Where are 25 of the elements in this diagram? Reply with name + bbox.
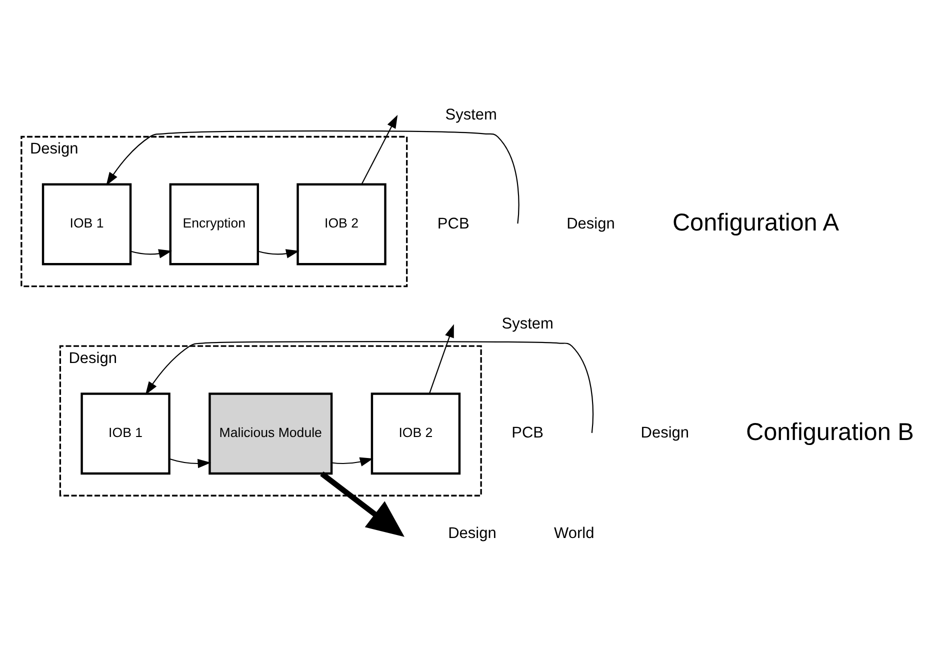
label: System — [445, 106, 497, 124]
label: Design — [448, 524, 496, 542]
label: World — [554, 524, 594, 542]
label: Configuration B — [746, 418, 914, 446]
node-box: IOB 2 — [296, 183, 386, 266]
label: PCB — [512, 424, 544, 442]
arrow — [331, 457, 374, 466]
arrow — [130, 249, 172, 258]
node-box: IOB 1 — [42, 183, 132, 266]
arrow — [258, 249, 300, 258]
arrow — [169, 458, 212, 468]
label: System — [502, 316, 554, 333]
label: Design — [566, 215, 615, 232]
label: PCB — [437, 215, 470, 232]
arrow — [145, 340, 594, 433]
node-box: Malicious Module — [208, 392, 333, 475]
arrow — [106, 130, 520, 224]
node-box: IOB 2 — [370, 392, 461, 475]
arrow — [428, 324, 454, 394]
node-box: Encryption — [169, 183, 259, 266]
label: Configuration A — [672, 209, 840, 236]
label: Design — [640, 424, 690, 442]
arrow — [320, 472, 404, 537]
arrow — [361, 114, 398, 185]
node-box: IOB 1 — [80, 392, 170, 475]
